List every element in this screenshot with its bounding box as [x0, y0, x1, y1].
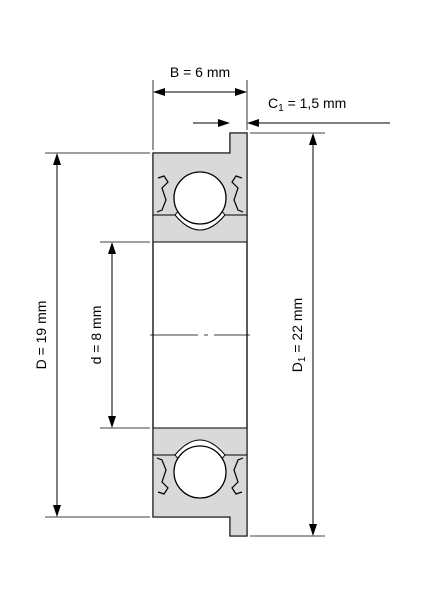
bottom-right-shield [231, 457, 244, 495]
bottom-ball [173, 445, 227, 499]
bottom-left-shield [156, 457, 169, 495]
label-b: B = 6 mm [170, 64, 230, 80]
label-c1: C1 = 1,5 mm [268, 95, 346, 114]
dimension-d-outer: D = 19 mm [33, 152, 150, 518]
dimension-b: B = 6 mm [152, 64, 248, 150]
dimension-c1: C1 = 1,5 mm [193, 95, 390, 127]
top-ball [173, 171, 227, 225]
label-d-bore: d = 8 mm [88, 306, 104, 365]
top-raceway [152, 132, 248, 243]
top-inner-ring [152, 214, 248, 243]
label-d1: D1 = 22 mm [289, 298, 308, 372]
top-left-shield [156, 175, 169, 213]
top-right-shield [231, 175, 244, 213]
bottom-raceway [152, 427, 248, 537]
dimension-d-bore: d = 8 mm [88, 241, 150, 429]
label-d-outer: D = 19 mm [33, 301, 49, 370]
dimension-d1: D1 = 22 mm [250, 132, 325, 537]
